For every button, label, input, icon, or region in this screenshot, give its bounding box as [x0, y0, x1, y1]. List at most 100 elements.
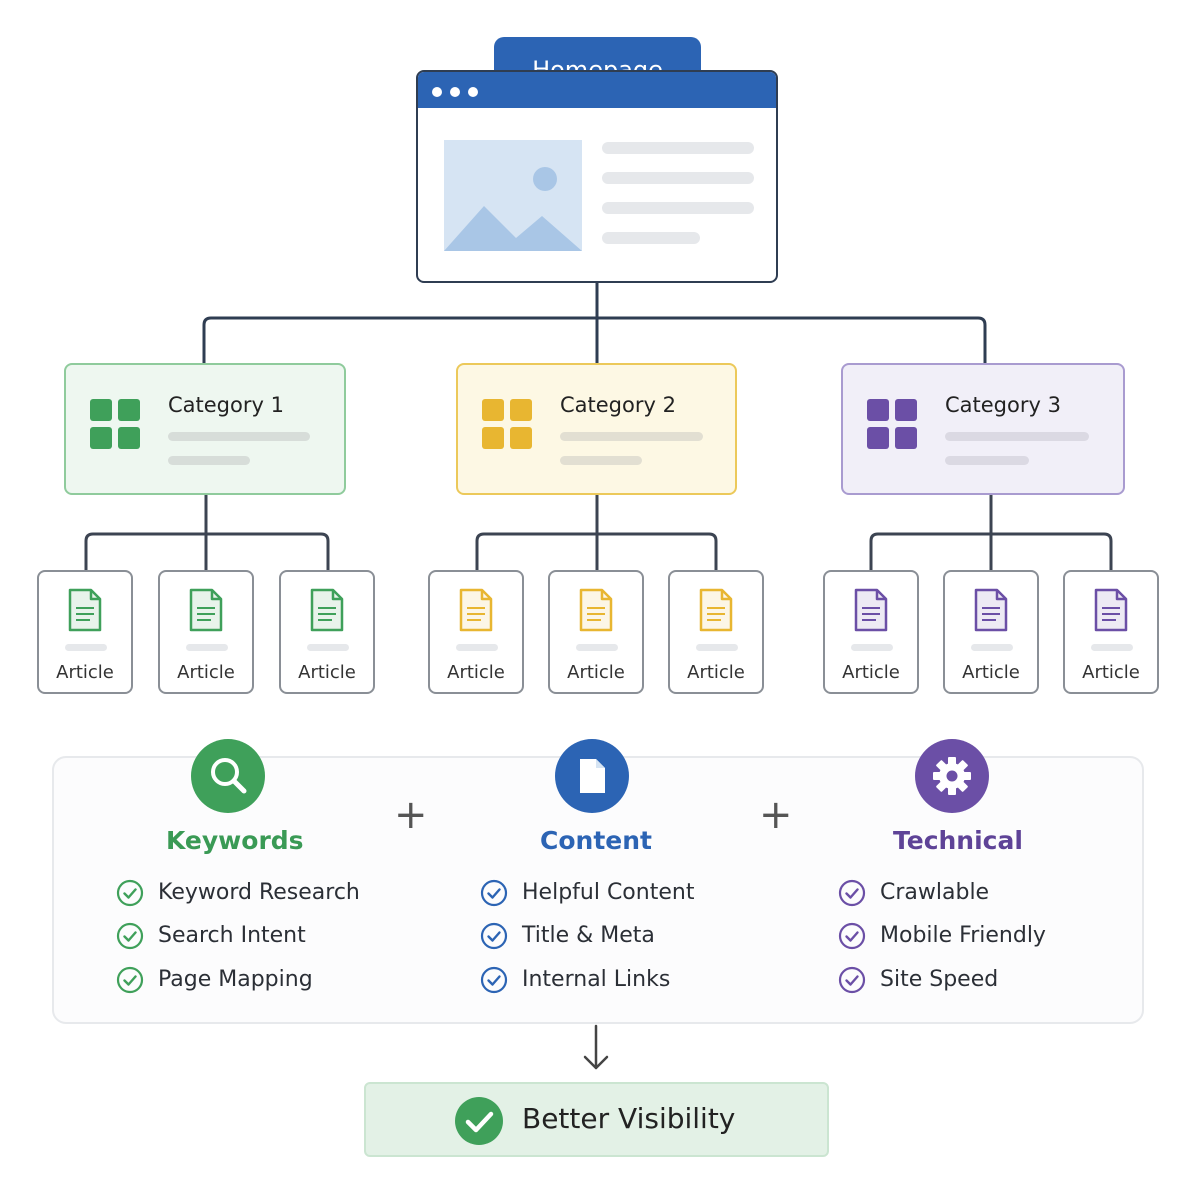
text-placeholder-line — [945, 432, 1089, 441]
text-placeholder-line — [560, 456, 642, 465]
text-placeholder-line — [65, 644, 107, 651]
window-dot-icon — [468, 87, 478, 97]
checklist-item-label: Mobile Friendly — [880, 923, 1046, 948]
text-placeholder-line — [602, 232, 700, 244]
check-circle-icon — [480, 879, 508, 907]
article-label: Article — [567, 662, 625, 683]
text-placeholder-line — [602, 172, 754, 184]
gear-icon — [915, 739, 989, 813]
document-icon — [699, 588, 733, 632]
plus-operator: + — [759, 792, 793, 838]
article-card: Article — [1063, 570, 1159, 694]
article-label: Article — [298, 662, 356, 683]
checklist-item: Title & Meta — [480, 921, 800, 951]
text-placeholder-line — [971, 644, 1013, 651]
article-label: Article — [1082, 662, 1140, 683]
grid-icon — [90, 399, 146, 455]
check-circle-icon — [116, 966, 144, 994]
text-placeholder-line — [1091, 644, 1133, 651]
text-placeholder-line — [602, 202, 754, 214]
article-label: Article — [842, 662, 900, 683]
pillar-title-keywords: Keywords — [166, 826, 304, 855]
checklist-item-label: Title & Meta — [522, 923, 655, 948]
search-icon — [191, 739, 265, 813]
checklist-item-label: Page Mapping — [158, 967, 313, 992]
check-circle-icon — [480, 922, 508, 950]
article-card: Article — [548, 570, 644, 694]
article-card: Article — [823, 570, 919, 694]
grid-icon — [867, 399, 923, 455]
homepage-window — [416, 70, 778, 283]
text-placeholder-line — [602, 142, 754, 154]
pillar-title-content: Content — [540, 826, 652, 855]
article-label: Article — [962, 662, 1020, 683]
checklist-item: Helpful Content — [480, 878, 800, 908]
document-icon — [974, 588, 1008, 632]
document-icon — [1094, 588, 1128, 632]
article-label: Article — [56, 662, 114, 683]
text-placeholder-line — [186, 644, 228, 651]
category-title: Category 3 — [945, 393, 1061, 417]
document-icon — [310, 588, 344, 632]
document-icon — [854, 588, 888, 632]
pillar-title-technical: Technical — [893, 826, 1023, 855]
text-placeholder-line — [307, 644, 349, 651]
article-label: Article — [177, 662, 235, 683]
article-label: Article — [687, 662, 745, 683]
text-placeholder-line — [851, 644, 893, 651]
text-placeholder-line — [576, 644, 618, 651]
article-card: Article — [158, 570, 254, 694]
category-title: Category 2 — [560, 393, 676, 417]
document-icon — [579, 588, 613, 632]
text-placeholder-line — [696, 644, 738, 651]
checklist-item: Mobile Friendly — [838, 921, 1158, 951]
category-card-3: Category 3 — [841, 363, 1125, 495]
result-box: Better Visibility — [364, 1082, 829, 1157]
text-placeholder-line — [168, 432, 310, 441]
checklist-item-label: Internal Links — [522, 967, 671, 992]
category-card-2: Category 2 — [456, 363, 737, 495]
checklist-item: Site Speed — [838, 965, 1158, 995]
article-card: Article — [943, 570, 1039, 694]
document-icon — [555, 739, 629, 813]
text-placeholder-line — [945, 456, 1029, 465]
text-placeholder-line — [560, 432, 703, 441]
window-dot-icon — [450, 87, 460, 97]
document-icon — [459, 588, 493, 632]
grid-icon — [482, 399, 538, 455]
arrow-down-icon — [583, 1024, 609, 1070]
category-card-1: Category 1 — [64, 363, 346, 495]
result-label: Better Visibility — [522, 1102, 736, 1135]
check-circle-icon — [116, 879, 144, 907]
homepage-titlebar — [418, 72, 776, 108]
checklist-item-label: Crawlable — [880, 880, 990, 905]
article-label: Article — [447, 662, 505, 683]
article-card: Article — [668, 570, 764, 694]
check-circle-icon — [838, 879, 866, 907]
text-placeholder-line — [168, 456, 250, 465]
window-dot-icon — [432, 87, 442, 97]
checklist-item-label: Site Speed — [880, 967, 999, 992]
document-icon — [68, 588, 102, 632]
checklist-item-label: Keyword Research — [158, 880, 360, 905]
article-card: Article — [428, 570, 524, 694]
document-icon — [189, 588, 223, 632]
plus-operator: + — [394, 792, 428, 838]
check-circle-icon — [455, 1097, 503, 1145]
check-circle-icon — [838, 966, 866, 994]
checklist-item: Crawlable — [838, 878, 1158, 908]
checklist-item-label: Search Intent — [158, 923, 306, 948]
checklist-item: Keyword Research — [116, 878, 436, 908]
checklist-item: Search Intent — [116, 921, 436, 951]
checklist-item-label: Helpful Content — [522, 880, 695, 905]
image-placeholder-icon — [444, 140, 582, 251]
check-circle-icon — [480, 966, 508, 994]
check-circle-icon — [116, 922, 144, 950]
text-placeholder-line — [456, 644, 498, 651]
category-title: Category 1 — [168, 393, 284, 417]
checklist-item: Page Mapping — [116, 965, 436, 995]
article-card: Article — [279, 570, 375, 694]
checklist-item: Internal Links — [480, 965, 800, 995]
article-card: Article — [37, 570, 133, 694]
